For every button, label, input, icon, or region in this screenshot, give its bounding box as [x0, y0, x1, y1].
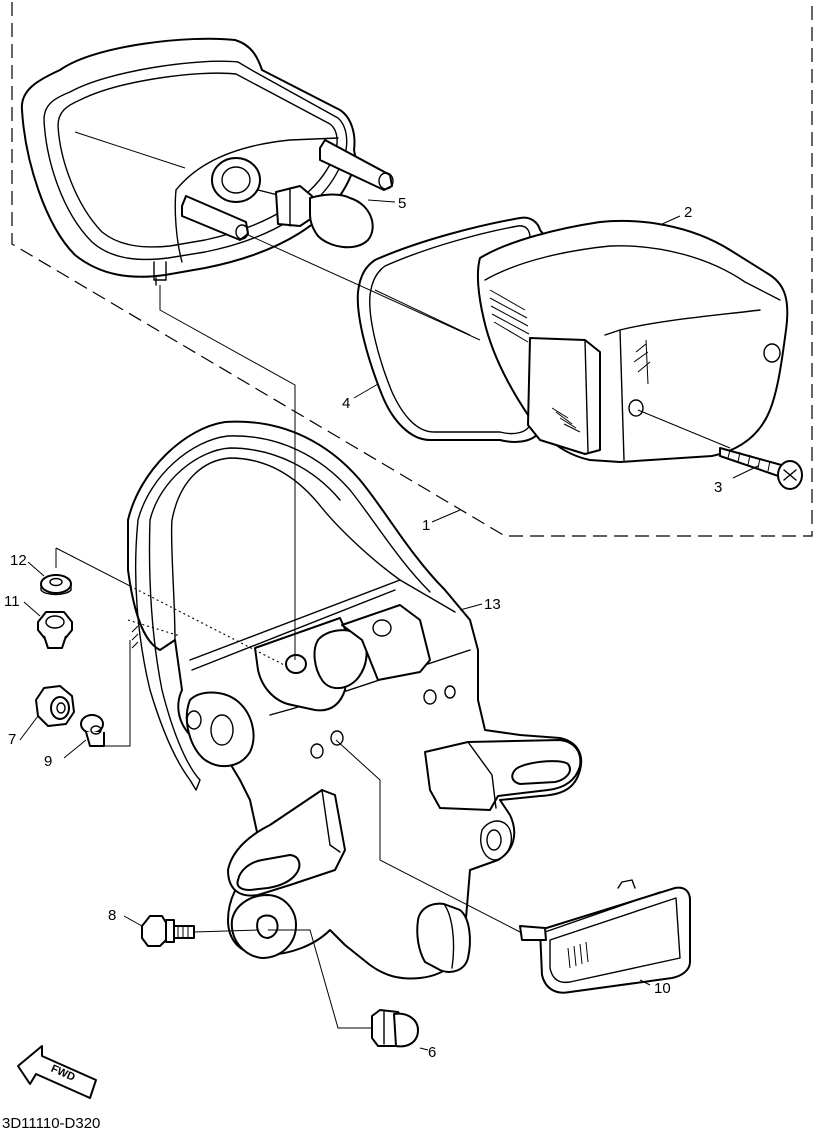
screw — [637, 409, 803, 490]
lens-unit — [476, 219, 789, 463]
gasket — [356, 216, 549, 443]
callout-3: 3 — [714, 479, 722, 496]
bolt-8 — [141, 915, 195, 947]
bulb — [257, 185, 374, 249]
tail-light-housing — [20, 37, 394, 286]
callout-6: 6 — [428, 1044, 436, 1061]
callout-10: 10 — [654, 980, 671, 997]
callout-1: 1 — [422, 517, 430, 534]
callout-12: 12 — [10, 552, 27, 569]
leader-lines — [19, 199, 759, 1051]
callout-4: 4 — [342, 395, 350, 412]
callout-8: 8 — [108, 907, 116, 924]
nut-7 — [35, 685, 75, 727]
callout-13: 13 — [484, 596, 501, 613]
washer-12 — [40, 574, 72, 596]
callout-11: 11 — [4, 593, 20, 610]
side-reflector-unit — [519, 879, 691, 994]
callout-labels: 1 2 3 4 5 6 7 8 9 10 11 12 13 — [4, 195, 722, 1061]
callout-7: 7 — [8, 731, 16, 748]
collar-9 — [80, 714, 105, 747]
nut-11 — [37, 611, 73, 649]
callout-5: 5 — [398, 195, 406, 212]
forward-direction-arrow: FWD — [17, 1045, 97, 1099]
callout-9: 9 — [44, 753, 52, 770]
drawing-code: 3D11110-D320 — [2, 1115, 100, 1132]
mounting-bracket — [127, 420, 583, 980]
cap-nut-6 — [371, 1009, 419, 1048]
callout-2: 2 — [684, 204, 692, 221]
